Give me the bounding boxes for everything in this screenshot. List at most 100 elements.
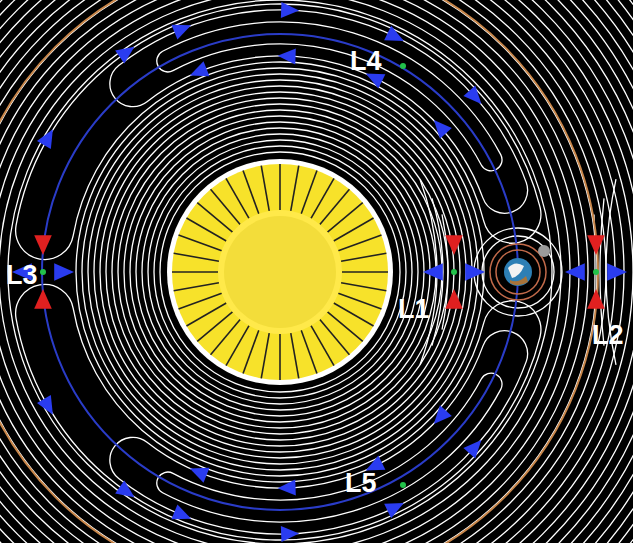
- hill-ring: [496, 250, 540, 294]
- earth-system: [490, 244, 550, 300]
- sun-ray: [179, 235, 222, 251]
- flow-arrow: [54, 263, 74, 281]
- flow-arrow: [463, 85, 487, 109]
- flow-arrow: [445, 289, 463, 309]
- lagrange-label: L5: [345, 470, 377, 497]
- flow-arrow: [384, 496, 407, 518]
- sun-ray: [334, 303, 374, 326]
- sun-ray: [320, 319, 350, 354]
- flow-arrow: [171, 505, 194, 527]
- lagrange-label: L4: [350, 48, 382, 75]
- sun-ray: [261, 333, 269, 378]
- contour-line: [112, 104, 448, 440]
- contour-line: [130, 122, 430, 422]
- flow-arrow: [277, 480, 296, 497]
- sun: [167, 159, 393, 385]
- earth-cloud: [508, 263, 524, 278]
- l1-point: [451, 269, 457, 275]
- contour-line: [0, 0, 561, 543]
- sun-rays: [172, 164, 388, 380]
- sun-ray: [279, 334, 281, 380]
- contour-line: [8, 0, 552, 543]
- flow-arrow: [277, 48, 296, 65]
- contour-line: [100, 92, 460, 452]
- sun-ray: [341, 283, 386, 291]
- flow-arrow: [187, 461, 210, 483]
- lagrange-label: L1: [398, 296, 430, 323]
- sun-ray: [342, 271, 388, 273]
- sun-ray: [211, 189, 241, 224]
- flow-arrow: [187, 61, 210, 83]
- sun-ray: [291, 166, 299, 211]
- flow-arrow: [281, 525, 300, 542]
- sun-ray: [226, 326, 249, 366]
- sun-ray: [327, 203, 362, 233]
- sun-ray: [338, 235, 381, 251]
- flow-arrow: [423, 263, 443, 281]
- flow-arrow: [171, 18, 194, 40]
- flow-arrow: [565, 263, 585, 281]
- sun-ray: [174, 283, 219, 291]
- flow-arrow: [281, 2, 300, 19]
- sun-ray: [338, 293, 381, 309]
- sun-core: [218, 210, 342, 334]
- sun-ray: [197, 312, 232, 342]
- contour-line: [154, 146, 406, 398]
- flow-arrow: [463, 435, 487, 459]
- contour-line: [0, 0, 597, 543]
- sun-ray: [172, 271, 218, 273]
- contour-line: [82, 74, 478, 470]
- hill-ring: [490, 244, 546, 300]
- sun-ray: [301, 330, 317, 373]
- hill-contour: [482, 236, 554, 308]
- sun-ray: [243, 171, 259, 214]
- sun-ray: [279, 164, 281, 210]
- contour-line: [0, 0, 579, 543]
- l3-point: [40, 269, 46, 275]
- contour-line: [142, 134, 418, 410]
- sun-ray: [301, 171, 317, 214]
- outer-orbit: [0, 0, 598, 543]
- sun-ray: [341, 253, 386, 261]
- flow-arrows: [12, 2, 627, 542]
- flow-arrow: [115, 40, 139, 63]
- contour-line: [88, 80, 472, 464]
- flow-arrow: [428, 405, 452, 429]
- contour-line: [118, 110, 442, 434]
- flow-arrow: [428, 115, 452, 139]
- l4-point: [400, 63, 406, 69]
- lagrange-label: L3: [6, 262, 38, 289]
- sun-ray: [179, 293, 222, 309]
- contour-line: [106, 98, 454, 446]
- earth-orbit: [42, 34, 518, 510]
- contour-line: [124, 116, 436, 428]
- flow-arrow: [37, 395, 60, 419]
- flow-arrow: [587, 289, 605, 309]
- flow-arrow: [34, 289, 52, 309]
- sun-ray: [261, 166, 269, 211]
- earth: [504, 258, 532, 286]
- contour-line: [136, 128, 424, 416]
- lagrange-points: [40, 63, 599, 488]
- l5-point: [400, 482, 406, 488]
- sun-ray: [243, 330, 259, 373]
- contour-line: [0, 0, 588, 543]
